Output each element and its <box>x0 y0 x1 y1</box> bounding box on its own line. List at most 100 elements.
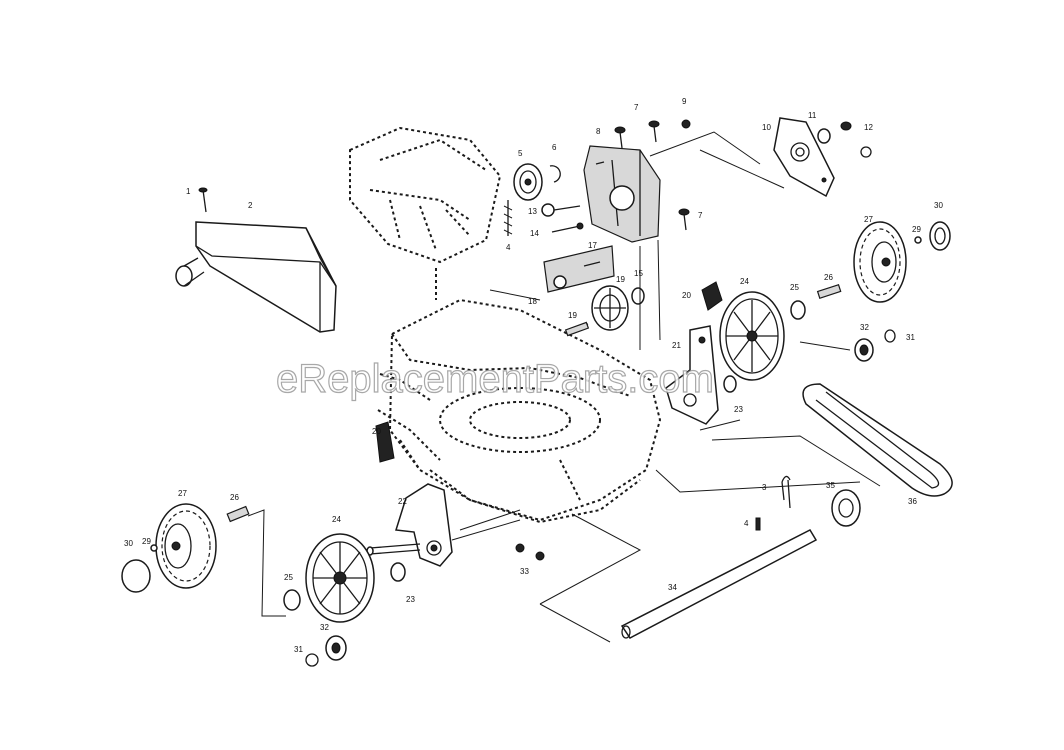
callout-4-lower: 4 <box>744 519 749 528</box>
callout-10: 10 <box>762 123 771 132</box>
callout-21: 21 <box>672 341 681 350</box>
callout-12: 12 <box>864 123 873 132</box>
callout-17: 17 <box>588 241 597 250</box>
callout-30-left: 30 <box>124 539 133 548</box>
key-part-4-lower <box>755 517 761 531</box>
washer-part-11 <box>817 128 831 144</box>
pulley-part-35 <box>831 489 861 527</box>
callout-11: 11 <box>808 111 817 120</box>
callout-30-right: 30 <box>934 201 943 210</box>
washer-part-25-left <box>283 589 301 611</box>
wheel-part-27-right <box>853 221 907 303</box>
lower-leader-lines <box>539 435 881 643</box>
washer-part-29-right <box>914 236 922 244</box>
nut-part-33 <box>515 543 545 561</box>
bracket-part-22 <box>395 483 453 567</box>
callout-15: 15 <box>634 269 643 278</box>
callout-27-left: 27 <box>178 489 187 498</box>
wheel-part-27-left <box>155 503 217 589</box>
callout-22: 22 <box>398 497 407 506</box>
axle-stub-left <box>366 543 421 556</box>
callout-1: 1 <box>186 187 191 196</box>
shaft-part-16 <box>564 321 590 337</box>
callout-34: 34 <box>668 583 677 592</box>
mower-deck-outline <box>377 298 662 524</box>
callout-7-top: 7 <box>634 103 639 112</box>
pin-part-26-left <box>226 505 250 523</box>
callout-14: 14 <box>530 229 539 238</box>
pinion-part-32-left <box>325 635 347 661</box>
callout-26-right: 26 <box>824 273 833 282</box>
callout-8: 8 <box>596 127 601 136</box>
callout-5: 5 <box>518 149 523 158</box>
pin-part-3 <box>781 475 791 509</box>
pulley-part-5 <box>513 163 543 201</box>
washer-part-29-left <box>150 544 158 552</box>
pawl-part-20-left <box>375 421 395 463</box>
callout-2: 2 <box>248 201 253 210</box>
callout-9: 9 <box>682 97 687 106</box>
callout-23-left: 23 <box>406 595 415 604</box>
callout-4-upper: 4 <box>506 243 511 252</box>
cap-part-36-right <box>929 221 951 251</box>
right-leader-lines <box>699 341 851 431</box>
callout-19-lower: 19 <box>568 311 577 320</box>
callout-25-right: 25 <box>790 283 799 292</box>
drive-leader-lines <box>489 131 785 350</box>
callout-27-right: 27 <box>864 215 873 224</box>
callout-31-right: 31 <box>906 333 915 342</box>
callout-3: 3 <box>762 483 767 492</box>
callout-7-side: 7 <box>698 211 703 220</box>
callout-23-right: 23 <box>734 405 743 414</box>
callout-33: 33 <box>520 567 529 576</box>
callout-labels: 1 2 3 4 4 5 6 7 7 8 9 10 11 12 13 14 15 … <box>124 97 943 654</box>
watermark-text: eReplacementParts.com <box>276 357 714 401</box>
callout-6: 6 <box>552 143 557 152</box>
washer-part-25-right <box>790 300 806 320</box>
cap-part-36-left <box>121 559 151 593</box>
pin-part-26-right <box>816 283 842 299</box>
drive-housing-part <box>583 145 661 243</box>
pinion-part-32-right <box>854 338 874 362</box>
bolt-part-7 <box>614 120 690 231</box>
axle-part-34 <box>620 529 818 639</box>
washer-part-23-left <box>390 562 406 582</box>
callout-20-left: 20 <box>372 427 381 436</box>
callout-36: 36 <box>908 497 917 506</box>
gear-wheel-part-24-left <box>305 533 375 623</box>
screw-part-1 <box>198 187 208 213</box>
bracket-part-21 <box>665 325 719 425</box>
callout-29-right: 29 <box>912 225 921 234</box>
washer-part-23-right <box>723 375 737 393</box>
pulley-part-19 <box>591 285 629 331</box>
bolt-part-13 <box>541 203 581 217</box>
bolt-part-14 <box>551 222 584 233</box>
nut-part-12 <box>840 121 872 158</box>
gear-wheel-part-24-right <box>719 291 785 381</box>
callout-26-left: 26 <box>230 493 239 502</box>
clip-part-6 <box>549 165 561 183</box>
callout-24-right: 24 <box>740 277 749 286</box>
bracket-part-10 <box>773 117 835 198</box>
pawl-part-20-right <box>701 281 723 311</box>
bracket-part-17 <box>543 245 615 293</box>
callout-25-left: 25 <box>284 573 293 582</box>
ring-part-31-left <box>305 653 319 667</box>
nut-part-9 <box>681 119 691 129</box>
callout-24-left: 24 <box>332 515 341 524</box>
handle-bracket-part <box>175 221 337 333</box>
ring-part-31-right <box>884 329 896 343</box>
washer-part-15 <box>631 287 645 305</box>
callout-20-right: 20 <box>682 291 691 300</box>
engine-outline <box>349 126 502 300</box>
left-leader-lines <box>247 509 521 617</box>
callout-19-upper: 19 <box>616 275 625 284</box>
callout-29-left: 29 <box>142 537 151 546</box>
callout-18: 18 <box>528 297 537 306</box>
callout-31-left: 31 <box>294 645 303 654</box>
belt-part-38 <box>802 383 953 497</box>
callout-32-left: 32 <box>320 623 329 632</box>
callout-32-right: 32 <box>860 323 869 332</box>
callout-35: 35 <box>826 481 835 490</box>
